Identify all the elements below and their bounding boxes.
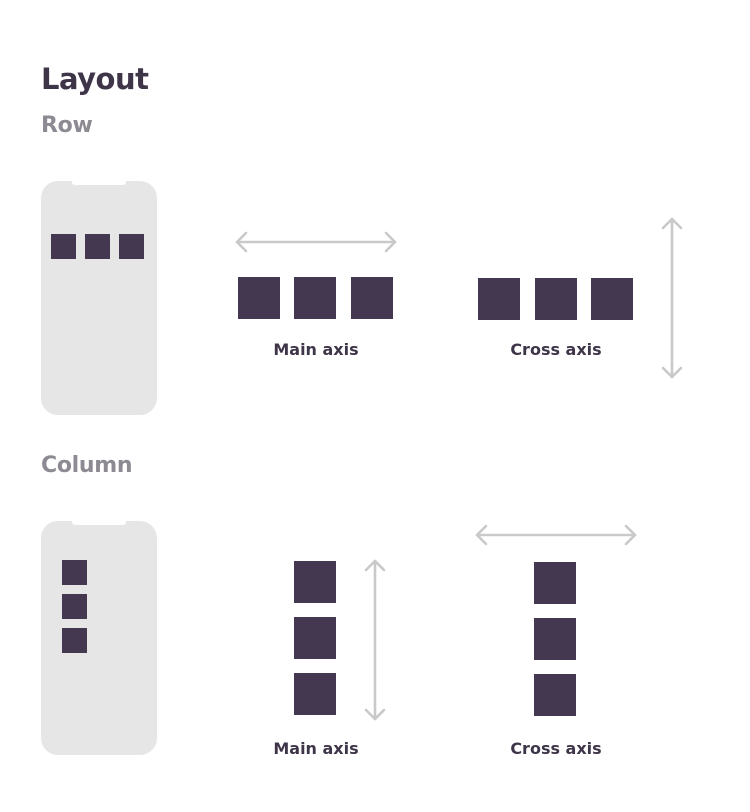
horizontal-double-arrow-icon — [235, 231, 397, 253]
row-main-axis-square — [238, 277, 280, 319]
section-title-column: Column — [41, 453, 133, 478]
column-item-square — [62, 594, 87, 619]
column-cross-axis-square — [534, 562, 576, 604]
phone-notch — [72, 521, 126, 525]
column-main-axis-square — [294, 561, 336, 603]
phone-mockup-column — [41, 521, 157, 755]
row-main-axis-square — [351, 277, 393, 319]
column-cross-axis-label: Cross axis — [510, 739, 602, 758]
vertical-double-arrow-icon — [364, 559, 386, 721]
phone-mockup-row — [41, 181, 157, 415]
row-main-axis-square — [294, 277, 336, 319]
row-cross-axis-square — [591, 278, 633, 320]
row-cross-axis-square — [535, 278, 577, 320]
vertical-double-arrow-icon — [661, 217, 683, 379]
row-cross-axis-square — [478, 278, 520, 320]
row-cross-axis-label: Cross axis — [510, 340, 602, 359]
column-main-axis-label: Main axis — [273, 739, 359, 758]
page-title: Layout — [41, 62, 149, 96]
row-item-square — [85, 234, 110, 259]
row-item-square — [119, 234, 144, 259]
section-title-row: Row — [41, 113, 93, 138]
row-item-square — [51, 234, 76, 259]
column-main-axis-square — [294, 617, 336, 659]
horizontal-double-arrow-icon — [475, 524, 637, 546]
column-main-axis-square — [294, 673, 336, 715]
row-main-axis-label: Main axis — [273, 340, 359, 359]
column-item-square — [62, 560, 87, 585]
column-cross-axis-square — [534, 618, 576, 660]
column-cross-axis-square — [534, 674, 576, 716]
column-item-square — [62, 628, 87, 653]
phone-notch — [72, 181, 126, 185]
